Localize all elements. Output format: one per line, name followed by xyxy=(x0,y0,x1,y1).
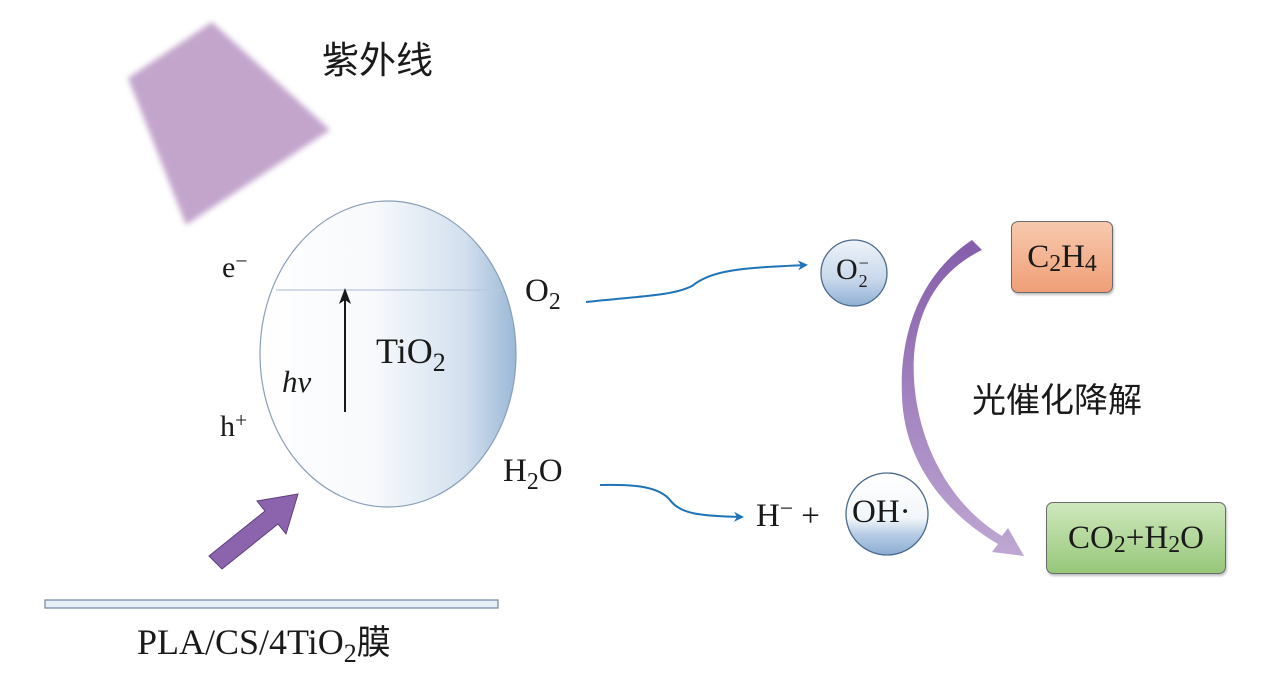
hydrogen-symbol: H xyxy=(756,498,780,534)
tio2-base: TiO xyxy=(376,331,433,371)
incident-light-arrow xyxy=(208,493,299,570)
product-co-sub: 2 xyxy=(1113,532,1126,559)
tio2-sub: 2 xyxy=(432,348,446,378)
hydroxyl-label: OH· xyxy=(852,494,911,530)
photon-energy-label: hv xyxy=(282,364,312,399)
film-label: PLA/CS/4TiO2膜 xyxy=(137,622,391,667)
tio2-label: TiO2 xyxy=(376,331,446,376)
excitation-arrow-head xyxy=(339,288,351,304)
electron-charge: − xyxy=(235,248,248,273)
h2o-sub: 2 xyxy=(526,468,539,495)
film-sub: 2 xyxy=(343,639,357,669)
o2-sub: 2 xyxy=(548,288,561,315)
h2o-label: H2O xyxy=(503,453,563,494)
degradation-arrow xyxy=(901,240,1024,556)
superoxide-circle xyxy=(820,239,888,307)
o2-base: O xyxy=(525,273,549,309)
superoxide-label: O−2 xyxy=(836,254,869,290)
hydrogen-ion-label: H−+ xyxy=(756,497,820,534)
hole-label: h+ xyxy=(220,409,247,443)
ethylene-h: H xyxy=(1061,238,1085,275)
o2-label: O2 xyxy=(525,273,561,314)
product-o: O xyxy=(1180,519,1204,556)
superoxide-sub: 2 xyxy=(858,271,868,291)
h2o-o: O xyxy=(538,453,563,489)
process-label: 光催化降解 xyxy=(972,381,1142,421)
hydroxyl-circle xyxy=(845,472,929,556)
superoxide-charge: − xyxy=(858,253,869,273)
electron-symbol: e xyxy=(222,251,236,284)
film-bar xyxy=(44,599,499,609)
ethylene-c-sub: 2 xyxy=(1049,251,1062,278)
tio2-particle xyxy=(259,200,517,508)
superoxide-base: O xyxy=(836,252,858,286)
film-prefix: PLA/CS/4TiO xyxy=(137,622,344,662)
hole-symbol: h xyxy=(220,410,235,443)
film-suffix: 膜 xyxy=(356,623,391,663)
hydrogen-charge: − xyxy=(779,496,794,523)
uv-light-shape xyxy=(128,22,330,225)
hole-charge: + xyxy=(235,407,248,432)
ethylene-c: C xyxy=(1027,238,1050,275)
product-co: CO xyxy=(1068,519,1114,556)
h2o-reaction-arrow xyxy=(599,483,744,522)
ethylene-h-sub: 4 xyxy=(1084,251,1097,278)
o2-reaction-arrow xyxy=(585,260,808,303)
product-plus-h: +H xyxy=(1125,519,1169,556)
product-h-sub: 2 xyxy=(1168,532,1181,559)
h2o-h: H xyxy=(503,453,527,489)
plus-sign: + xyxy=(801,498,820,534)
uv-label: 紫外线 xyxy=(322,39,433,82)
electron-label: e− xyxy=(222,250,248,284)
